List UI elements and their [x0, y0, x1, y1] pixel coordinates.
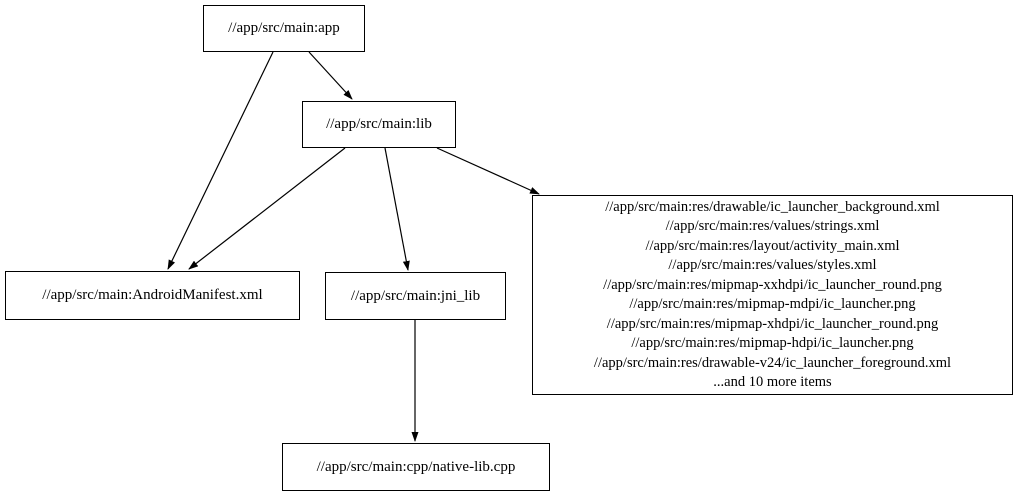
res-more-items: ...and 10 more items	[713, 374, 832, 390]
res-item: //app/src/main:res/layout/activity_main.…	[645, 237, 900, 254]
node-jni-lib: //app/src/main:jni_lib	[325, 272, 506, 320]
node-android-manifest: //app/src/main:AndroidManifest.xml	[5, 271, 300, 320]
node-jni-lib-label: //app/src/main:jni_lib	[350, 287, 481, 304]
edge-app-to-lib	[308, 51, 353, 100]
edge-lib-to-res	[436, 147, 540, 195]
res-item: //app/src/main:res/mipmap-hdpi/ic_launch…	[631, 335, 914, 351]
node-android-manifest-label: //app/src/main:AndroidManifest.xml	[42, 287, 263, 303]
res-item: //app/src/main:res/mipmap-xhdpi/ic_launc…	[606, 315, 939, 332]
res-item: //app/src/main:res/values/styles.xml	[668, 257, 877, 273]
res-item: //app/src/main:res/drawable-v24/ic_launc…	[593, 354, 952, 371]
res-item: //app/src/main:res/mipmap-xxhdpi/ic_laun…	[603, 276, 942, 293]
node-app-label: //app/src/main:app	[228, 20, 340, 36]
edge-lib-to-manifest	[188, 147, 346, 270]
node-lib-label: //app/src/main:lib	[326, 116, 432, 132]
res-item: //app/src/main:res/mipmap-mdpi/ic_launch…	[629, 296, 916, 312]
node-native-lib-cpp-label: //app/src/main:cpp/native-lib.cpp	[316, 458, 516, 475]
edge-app-to-manifest	[167, 51, 274, 270]
node-res-group: //app/src/main:res/drawable/ic_launcher_…	[532, 195, 1013, 395]
node-lib-target: //app/src/main:lib	[302, 101, 456, 148]
edge-lib-to-jni-lib	[384, 147, 410, 271]
res-item: //app/src/main:res/drawable/ic_launcher_…	[605, 198, 940, 215]
node-native-lib-cpp: //app/src/main:cpp/native-lib.cpp	[282, 443, 550, 491]
node-app-target: //app/src/main:app	[203, 5, 365, 52]
res-item: //app/src/main:res/values/strings.xml	[665, 218, 880, 234]
